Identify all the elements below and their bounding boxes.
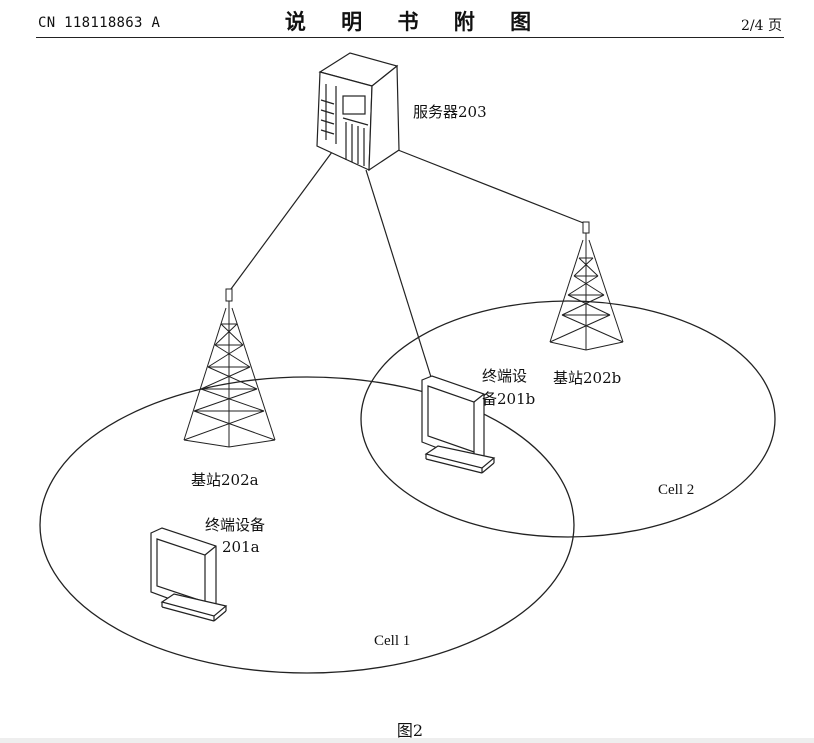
cell-2-ellipse <box>360 300 776 538</box>
terminal-b-monitor-icon <box>421 375 496 474</box>
base-station-b-tower-icon <box>549 221 624 351</box>
terminal-a-label-line2: 201a <box>222 538 260 556</box>
page-indicator: 2/4 页 <box>741 18 782 34</box>
terminal-a-monitor-icon <box>150 527 228 622</box>
terminal-b-label-line2: 备201b <box>482 390 535 408</box>
cell-1-ellipse <box>39 376 575 674</box>
cell-1-label: Cell 1 <box>374 633 410 649</box>
section-title: 说 明 书 附 图 <box>284 10 546 34</box>
base-station-a-tower-icon <box>183 288 276 448</box>
server-icon <box>316 52 400 172</box>
base-station-b-label: 基站202b <box>553 369 621 387</box>
link-server-to-station-b <box>397 149 587 225</box>
publication-number: CN 118118863 A <box>38 15 161 31</box>
bottom-edge-strip <box>0 738 814 743</box>
link-server-to-station-a <box>230 147 336 290</box>
terminal-a-label-line1: 终端设备 <box>205 516 265 534</box>
terminal-b-label-line1: 终端设 <box>482 367 527 385</box>
link-server-to-terminal-b <box>365 169 432 378</box>
figure-caption: 图2 <box>396 721 424 740</box>
cell-2-label: Cell 2 <box>658 482 694 498</box>
header-rule <box>36 37 784 38</box>
server-label: 服务器203 <box>413 103 487 121</box>
base-station-a-label: 基站202a <box>191 471 259 489</box>
